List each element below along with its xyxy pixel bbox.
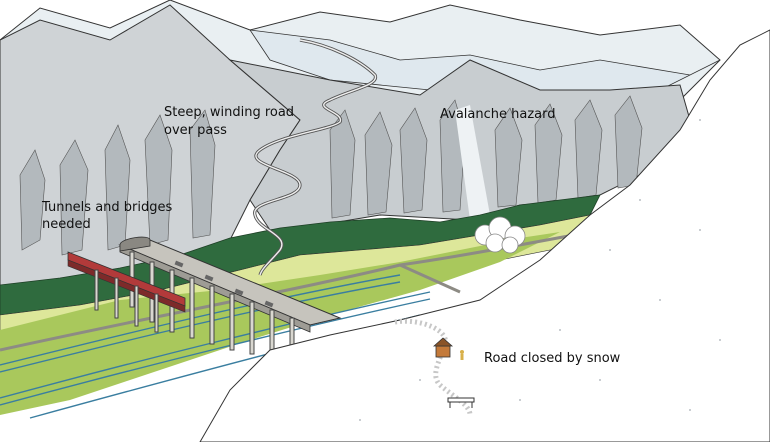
viaduct-cars — [174, 260, 274, 308]
foreground-snow-slope — [199, 29, 770, 442]
worker-figure — [460, 350, 464, 360]
avalanche-cloud — [474, 216, 526, 254]
glacier-snowfield — [249, 29, 721, 101]
road-barrier — [447, 397, 475, 408]
train-bridge-pillars — [94, 269, 159, 333]
tunnel-portal — [119, 236, 151, 252]
road-to-avalanche — [399, 263, 461, 294]
label-tunnels-bridges-line2: needed — [42, 217, 91, 232]
valley-floor-green — [0, 232, 560, 415]
rock-ribs — [19, 95, 643, 256]
avalanche-chute — [455, 105, 490, 220]
label-avalanche-hazard: Avalanche hazard — [440, 107, 556, 122]
road-closed-hut — [432, 337, 454, 358]
winding-road-centerline — [254, 39, 377, 276]
label-road-closed: Road closed by snow — [484, 351, 621, 366]
label-road-over-pass-line1: Steep, winding road — [164, 105, 294, 120]
viaduct — [118, 236, 342, 359]
label-tunnels-bridges: Tunnels and bridges needed — [41, 200, 176, 232]
snow-texture-dots — [359, 119, 721, 421]
label-road-over-pass: Steep, winding road over pass — [164, 105, 298, 138]
label-tunnels-bridges-line1: Tunnels and bridges — [41, 200, 173, 215]
label-road-over-pass-line2: over pass — [164, 123, 227, 138]
